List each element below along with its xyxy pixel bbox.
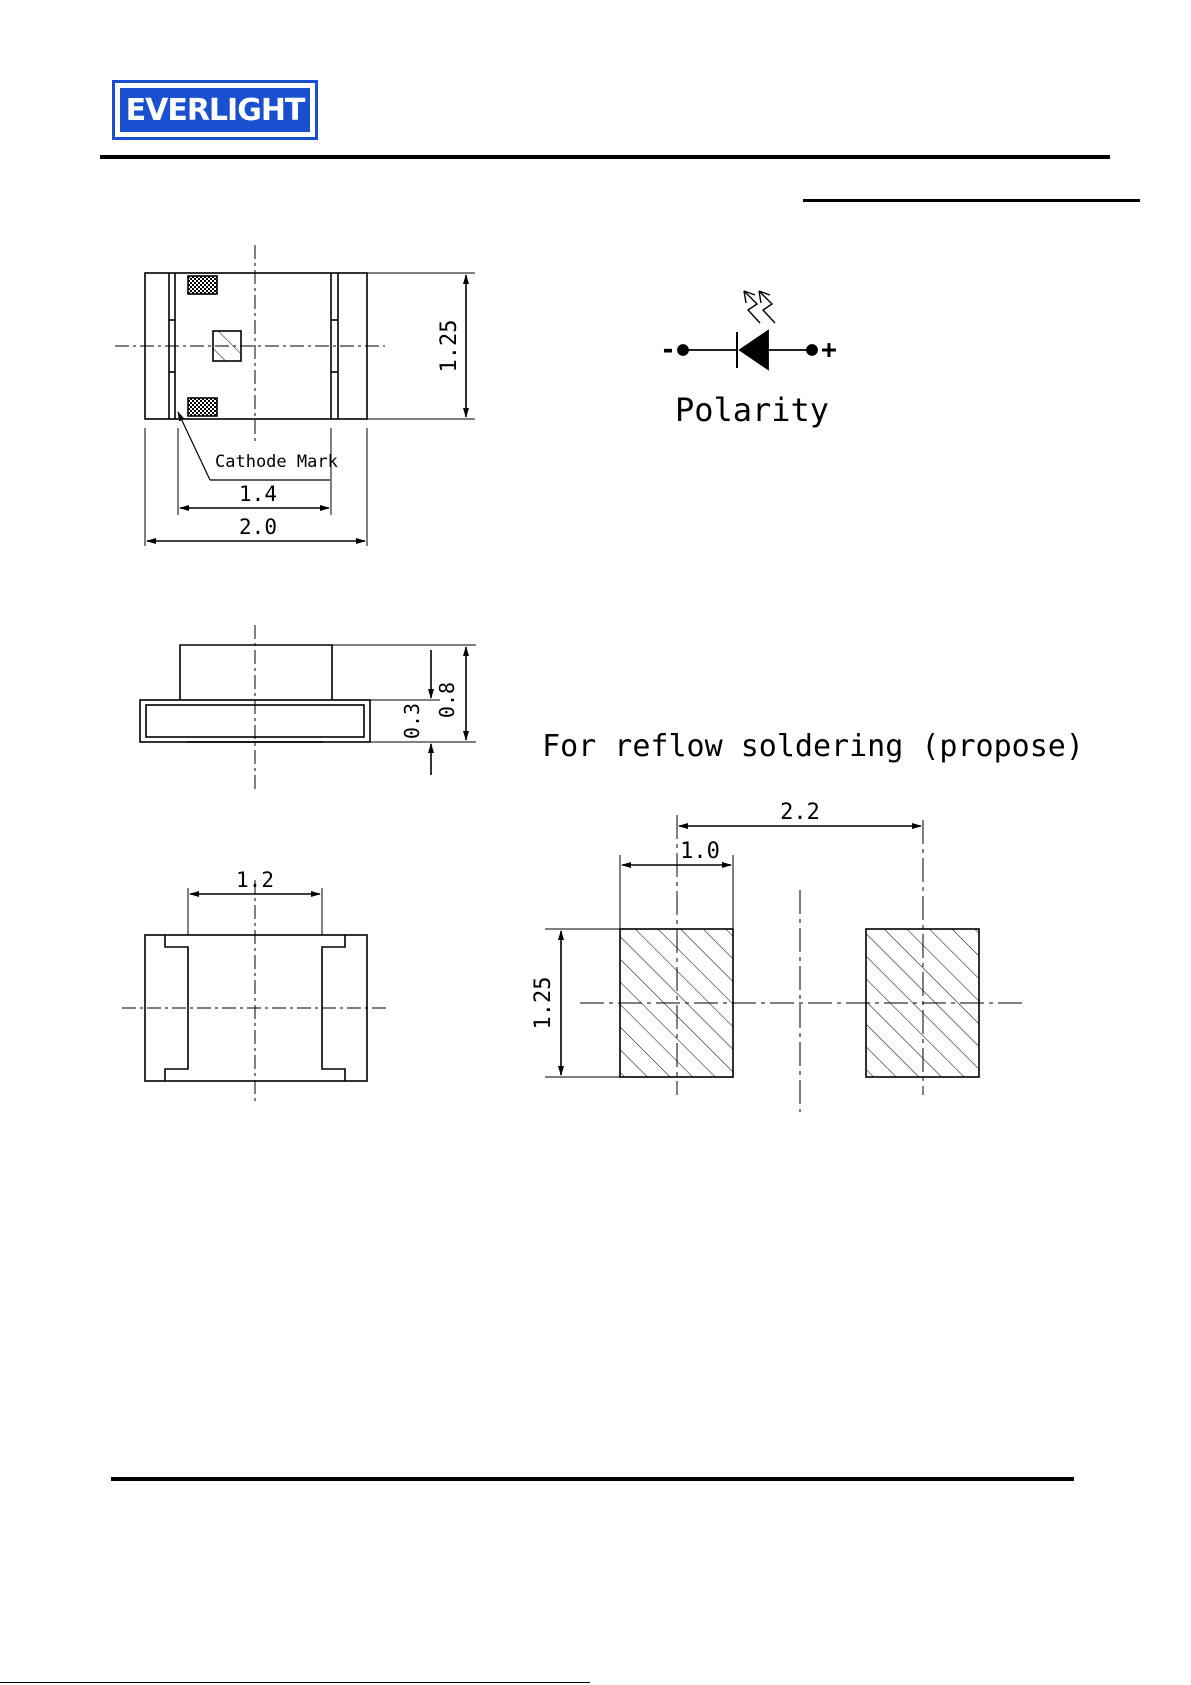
- side-base-dim: 0.3: [400, 703, 424, 739]
- bottom-width-dim: 1.2: [236, 868, 274, 892]
- cathode-mark-label: Cathode Mark: [215, 452, 338, 472]
- polarity-symbol: [678, 291, 817, 369]
- overall-width-dim: 2.0: [239, 515, 277, 539]
- side-height-dim: 0.8: [435, 682, 459, 718]
- top-view: [115, 245, 475, 546]
- reflow-title: For reflow soldering (propose): [542, 729, 1084, 764]
- polarity-label: Polarity: [675, 391, 829, 429]
- side-view: [140, 625, 476, 790]
- bottom-view: [122, 880, 388, 1105]
- polarity-plus: +: [821, 335, 837, 365]
- cathode-mark-bottom: [188, 398, 217, 416]
- top-height-dim: 1.25: [437, 320, 462, 373]
- diode-triangle: [740, 331, 768, 369]
- cathode-mark-top: [188, 276, 217, 294]
- reflow-footprint: [545, 815, 1022, 1112]
- pad-width-dim: 1.0: [680, 839, 720, 864]
- pad-height-dim: 1.25: [531, 977, 556, 1030]
- inner-width-dim: 1.4: [239, 482, 277, 506]
- pitch-dim: 2.2: [780, 800, 820, 825]
- polarity-minus: -: [660, 335, 676, 365]
